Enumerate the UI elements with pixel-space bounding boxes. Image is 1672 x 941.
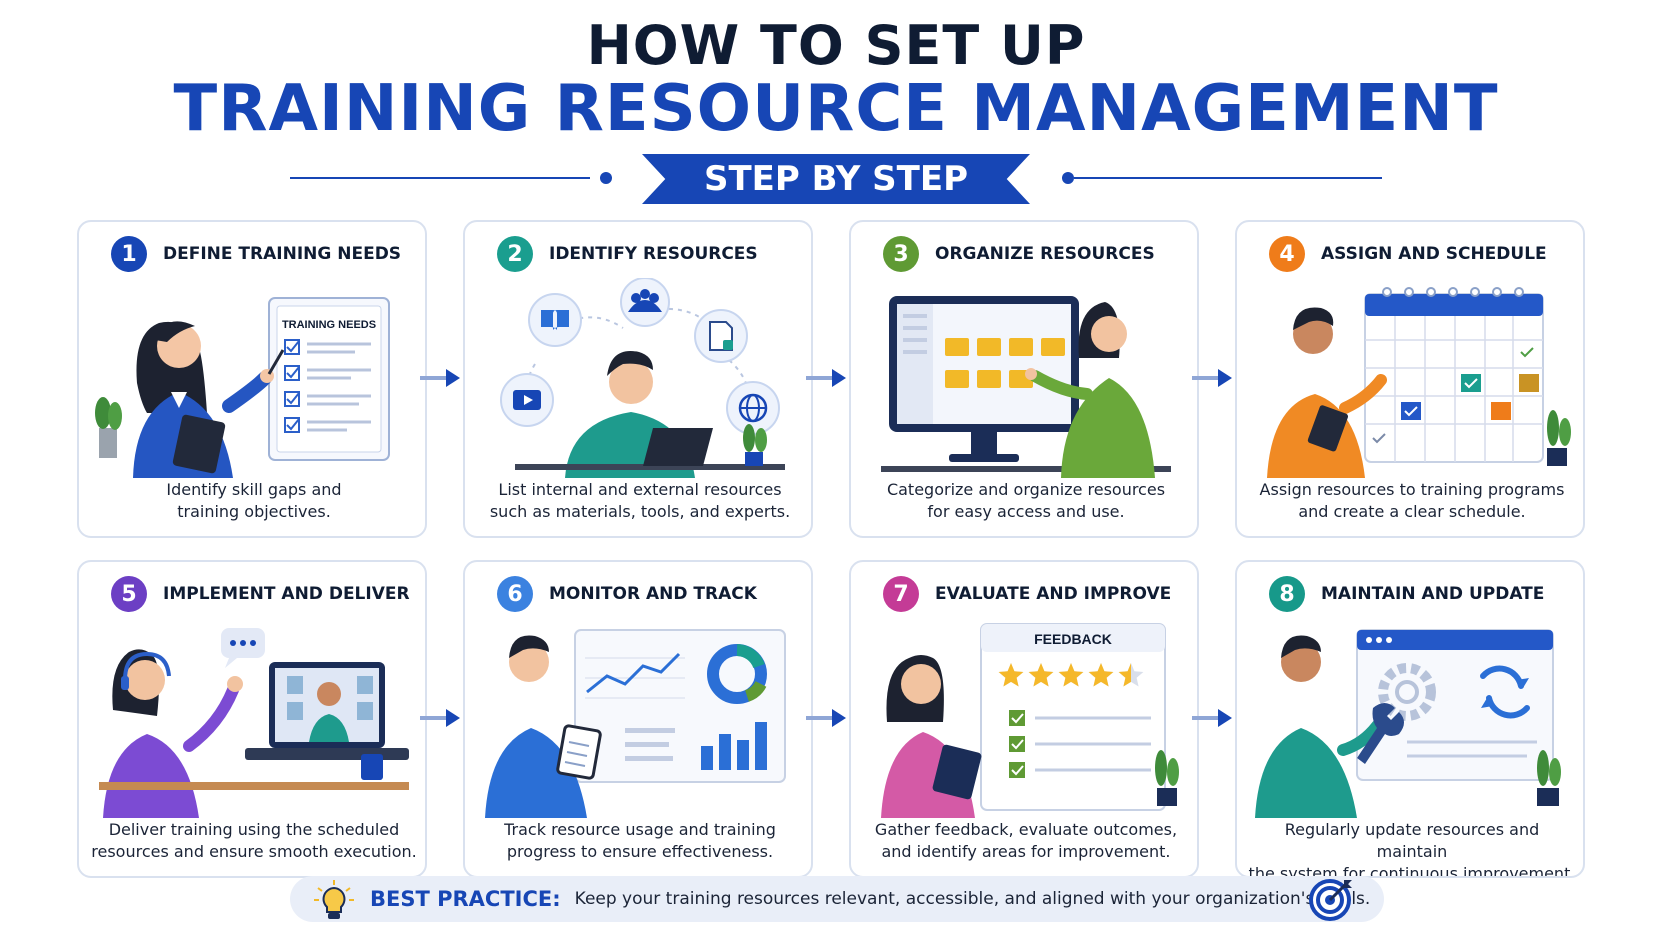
schedule-calendar-illustration	[1267, 287, 1571, 478]
left-divider	[290, 177, 590, 179]
step-number-badge: 8	[1269, 576, 1305, 612]
step-number-badge: 5	[111, 576, 147, 612]
organize-resources-illustration	[881, 296, 1171, 478]
lightbulb-icon	[314, 880, 354, 919]
checkbox-icon	[1009, 710, 1025, 778]
step-description: Categorize and organize resources for ea…	[886, 480, 1166, 521]
arrow-right-icon	[1192, 709, 1232, 727]
star-icon-filled	[1028, 663, 1054, 687]
globe-icon	[726, 381, 780, 435]
step-number-badge: 1	[111, 236, 147, 272]
step-by-step-banner: STEP BY STEP	[642, 154, 1030, 204]
book-icon	[528, 293, 582, 347]
monitor-dashboard-illustration	[485, 629, 786, 818]
step-number-badge: 7	[883, 576, 919, 612]
best-practice-bar: BEST PRACTICE: Keep your training resour…	[290, 876, 1384, 922]
star-icon-filled	[998, 663, 1024, 687]
arrow-right-icon	[420, 369, 460, 387]
right-divider	[1074, 177, 1382, 179]
target-icon	[1309, 879, 1352, 921]
step-card-5: 5 IMPLEMENT AND DELIVER Deliver training…	[77, 560, 427, 878]
step-number-badge: 2	[497, 236, 533, 272]
training-needs-illustration: TRAINING NEEDS	[95, 297, 390, 478]
video-icon	[500, 373, 554, 427]
star-rating	[998, 663, 1144, 687]
step-description: Track resource usage and training progre…	[504, 820, 776, 861]
arrow-right-icon	[806, 369, 846, 387]
group-icon	[620, 278, 670, 327]
gear-icon	[1378, 663, 1436, 721]
best-practice-label: BEST PRACTICE:	[370, 887, 561, 911]
arrow-right-icon	[420, 709, 460, 727]
page-title-line1: HOW TO SET UP	[586, 14, 1086, 77]
step-title: IMPLEMENT AND DELIVER	[163, 584, 410, 604]
step-title: IDENTIFY RESOURCES	[549, 244, 758, 264]
identify-resources-illustration	[500, 278, 785, 478]
maintain-update-illustration	[1255, 629, 1561, 818]
step-title: MAINTAIN AND UPDATE	[1321, 584, 1545, 604]
step-card-4: 4 ASSIGN AND SCHEDULE Assign resources t…	[1235, 220, 1585, 538]
step-title: ASSIGN AND SCHEDULE	[1321, 244, 1547, 264]
step-card-7: 7 EVALUATE AND IMPROVE FEEDBACK Gather f…	[849, 560, 1199, 878]
step-title: MONITOR AND TRACK	[549, 584, 757, 604]
star-icon-filled	[1088, 663, 1114, 687]
step-description: Assign resources to training programs an…	[1259, 480, 1565, 521]
arrow-right-icon	[806, 709, 846, 727]
step-description: List internal and external resources suc…	[489, 480, 791, 521]
step-title: ORGANIZE RESOURCES	[935, 244, 1155, 264]
step-card-6: 6 MONITOR AND TRACK Track resource usage…	[463, 560, 813, 878]
best-practice-text: Keep your training resources relevant, a…	[574, 889, 1371, 909]
deliver-training-illustration	[99, 628, 409, 818]
wrench-icon	[1357, 703, 1404, 764]
step-description: Deliver training using the scheduled res…	[91, 820, 417, 861]
step-number-badge: 6	[497, 576, 533, 612]
arrow-right-icon	[1192, 369, 1232, 387]
step-description: Gather feedback, evaluate outcomes, and …	[874, 820, 1178, 861]
divider-dot	[1062, 172, 1074, 184]
divider-dot	[600, 172, 612, 184]
step-card-8: 8 MAINTAIN AND UPDATE Regularly update r…	[1235, 560, 1585, 878]
step-description: Identify skill gaps and training objecti…	[166, 480, 342, 521]
step-card-1: 1 DEFINE TRAINING NEEDS TRAINING NEEDS	[77, 220, 427, 538]
step-title: DEFINE TRAINING NEEDS	[163, 244, 402, 264]
step-number-badge: 4	[1269, 236, 1305, 272]
chat-bubble-icon	[221, 628, 265, 668]
feedback-form-illustration: FEEDBACK	[881, 623, 1179, 818]
document-icon	[694, 309, 748, 363]
star-icon-filled	[1118, 663, 1131, 687]
step-card-3: 3 ORGANIZE RESOURCES Categorize and orga…	[849, 220, 1199, 538]
feedback-form-title: FEEDBACK	[1034, 631, 1112, 647]
step-description: Regularly update resources and maintain …	[1248, 820, 1576, 878]
page-title-line2: TRAINING RESOURCE MANAGEMENT	[173, 72, 1499, 146]
step-title: EVALUATE AND IMPROVE	[935, 584, 1172, 604]
donut-chart-icon	[707, 644, 767, 704]
checklist-title: TRAINING NEEDS	[282, 319, 376, 331]
step-card-2: 2 IDENTIFY RESOURCES	[463, 220, 813, 538]
star-icon-filled	[1058, 663, 1084, 687]
step-number-badge: 3	[883, 236, 919, 272]
